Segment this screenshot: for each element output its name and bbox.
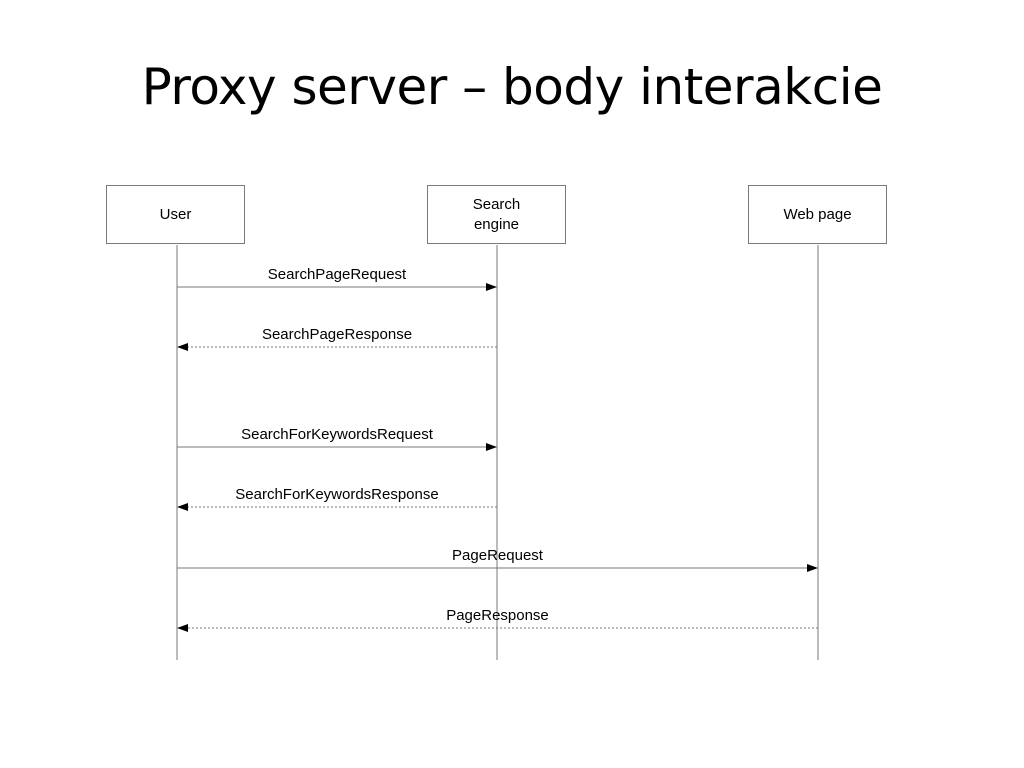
message-6: PageResponse — [177, 607, 818, 632]
message-label: SearchForKeywordsRequest — [241, 426, 434, 443]
arrowhead-icon — [807, 564, 818, 572]
message-3: SearchForKeywordsRequest — [177, 426, 497, 451]
participant-user: User — [106, 185, 245, 244]
message-4: SearchForKeywordsResponse — [177, 486, 497, 511]
message-label: SearchPageRequest — [268, 266, 407, 283]
lifelines — [176, 245, 819, 660]
messages: SearchPageRequestSearchPageResponseSearc… — [177, 266, 818, 632]
message-label: PageRequest — [452, 547, 544, 564]
arrowhead-icon — [177, 503, 188, 511]
message-label: SearchPageResponse — [262, 326, 412, 343]
arrowhead-icon — [177, 624, 188, 632]
arrowhead-icon — [177, 343, 188, 351]
arrowhead-icon — [486, 283, 497, 291]
message-5: PageRequest — [177, 547, 818, 572]
participant-search-engine: Search engine — [427, 185, 566, 244]
message-1: SearchPageRequest — [177, 266, 497, 291]
arrowhead-icon — [486, 443, 497, 451]
message-label: SearchForKeywordsResponse — [235, 486, 438, 503]
participant-web-page: Web page — [748, 185, 887, 244]
message-2: SearchPageResponse — [177, 326, 497, 351]
message-label: PageResponse — [446, 607, 549, 624]
slide-title: Proxy server – body interakcie — [141, 58, 883, 116]
